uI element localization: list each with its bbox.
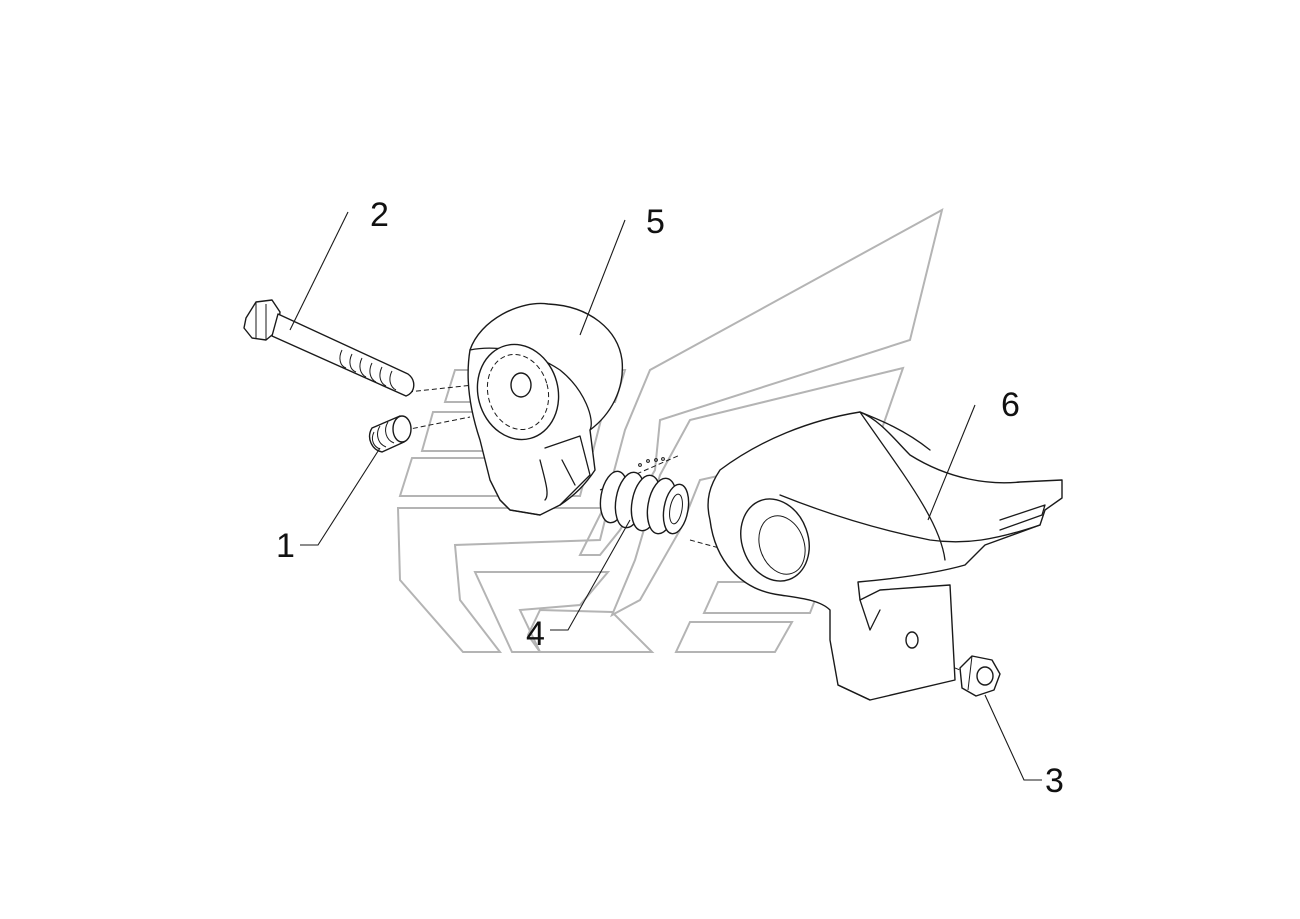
part-6-bracket: [707, 411, 1063, 701]
part-4-spring: [599, 457, 690, 535]
watermark-bar-7: [674, 621, 794, 653]
callout-5: 5: [646, 203, 665, 241]
part-1-set-screw: [368, 415, 412, 453]
leader-1: [300, 447, 381, 546]
callout-2: 2: [370, 196, 389, 234]
leader-6: [927, 404, 976, 521]
leader-5: [579, 219, 626, 336]
watermark-hook: [526, 608, 655, 653]
leader-4: [550, 519, 631, 631]
leader-lines: [289, 211, 1042, 781]
leader-3: [984, 694, 1042, 781]
watermark-inner-block: [473, 571, 611, 653]
callout-3: 3: [1045, 762, 1064, 800]
part-5-cam-block: [467, 302, 624, 516]
watermark-large-diagonal: [578, 208, 944, 556]
callout-labels: 1 2 3 4 5 6: [276, 196, 1064, 800]
callout-1: 1: [276, 527, 295, 565]
leader-2: [289, 211, 349, 331]
callout-6: 6: [1001, 386, 1020, 424]
part-3-nut: [959, 655, 1001, 697]
callout-4: 4: [526, 615, 545, 653]
part-2-bolt: [243, 299, 415, 397]
